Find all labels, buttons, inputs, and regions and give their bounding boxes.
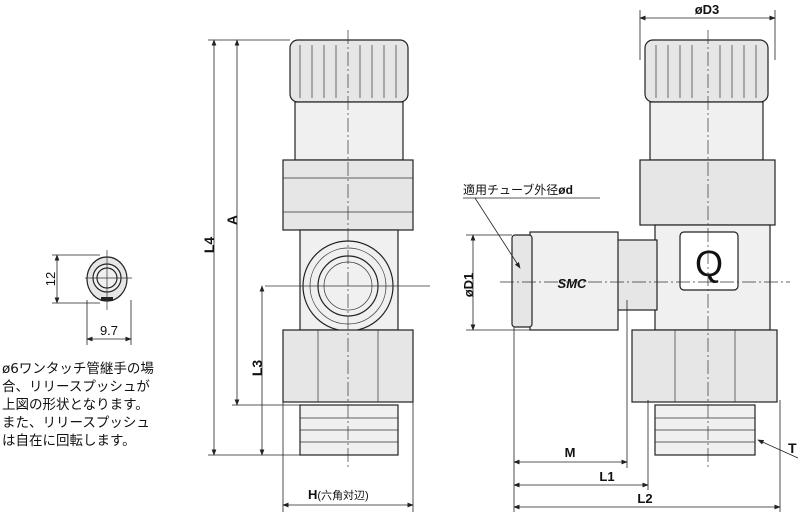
note-text: ø6ワンタッチ管継手の場 合、リリースプッシュが 上図の形状となります。 また、… [2,360,154,450]
badge-q: Q [695,243,723,284]
brand-logo: SMC [558,276,588,291]
dim-D1: øD1 [461,273,476,298]
side-view: Q SMC øD3 øD1 適用チューブ外径ød M L1 L2 T [461,2,799,512]
front-view: L4 A L3 H(六角対辺) [201,30,430,512]
dim-L2: L2 [637,491,652,506]
dim-T: T [788,440,797,456]
tube-od-label: 適用チューブ外径ød [463,182,573,197]
dim-L4: L4 [201,237,217,254]
dim-width: 9.7 [100,323,118,338]
dim-A: A [224,215,240,225]
dim-D3: øD3 [695,2,720,17]
note-line: また、リリースプッシュ [2,415,150,431]
note-line: 上図の形状となります。 [2,397,149,413]
dim-L1: L1 [599,469,614,484]
note-line: は自在に回転します。 [2,433,136,449]
dim-M: M [565,445,576,460]
dim-H: H(六角対辺) [308,487,369,502]
note-line: ø6ワンタッチ管継手の場 [2,361,154,377]
note-line: 合、リリースプッシュが [2,379,150,395]
dim-height: 12 [43,272,58,286]
dim-L3: L3 [249,360,265,377]
small-end-view: 12 9.7 [43,250,132,345]
